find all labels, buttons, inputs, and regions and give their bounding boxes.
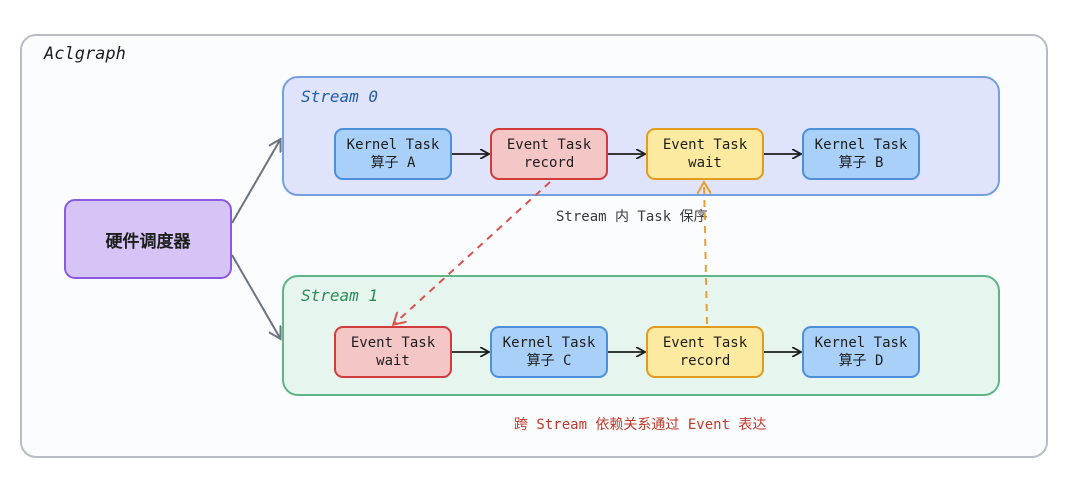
stream1-kernel-task-d: Kernel Task 算子 D (802, 326, 920, 378)
cross-stream-dependency-note: 跨 Stream 依赖关系通过 Event 表达 (514, 417, 767, 433)
task-line2: 算子 B (838, 155, 884, 171)
scheduler-to-stream1-arrow (231, 254, 280, 338)
task-line1: Kernel Task (814, 137, 908, 153)
stream0-kernel-task-a: Kernel Task 算子 A (334, 128, 452, 180)
task-line2: record (679, 353, 731, 369)
stream1-event-record: Event Task record (646, 326, 764, 378)
task-line2: record (523, 155, 575, 171)
hardware-scheduler-node: 硬件调度器 (64, 199, 232, 279)
scheduler-to-stream0-arrow (231, 140, 280, 224)
intra-stream-order-note: Stream 内 Task 保序 (556, 209, 708, 225)
task-line2: wait (688, 155, 722, 171)
task-line1: Event Task (350, 335, 436, 351)
stream1-kernel-task-c: Kernel Task 算子 C (490, 326, 608, 378)
frame-title: Aclgraph (44, 44, 126, 64)
stream0-event-record: Event Task record (490, 128, 608, 180)
task-line1: Event Task (662, 335, 748, 351)
task-line2: wait (376, 353, 410, 369)
stream0-event-wait: Event Task wait (646, 128, 764, 180)
task-line1: Kernel Task (346, 137, 440, 153)
cross-stream-record-to-wait-arrow-2 (704, 183, 707, 325)
task-line1: Kernel Task (502, 335, 596, 351)
task-line2: 算子 A (370, 155, 416, 171)
task-line2: 算子 C (526, 353, 572, 369)
cross-stream-record-to-wait-arrow (394, 181, 551, 324)
task-line1: Event Task (662, 137, 748, 153)
task-line1: Event Task (506, 137, 592, 153)
stream0-kernel-task-b: Kernel Task 算子 B (802, 128, 920, 180)
task-line2: 算子 D (838, 353, 884, 369)
stream-0-title: Stream 0 (301, 87, 379, 106)
task-line1: Kernel Task (814, 335, 908, 351)
stream-1-title: Stream 1 (301, 286, 379, 305)
stream1-event-wait: Event Task wait (334, 326, 452, 378)
